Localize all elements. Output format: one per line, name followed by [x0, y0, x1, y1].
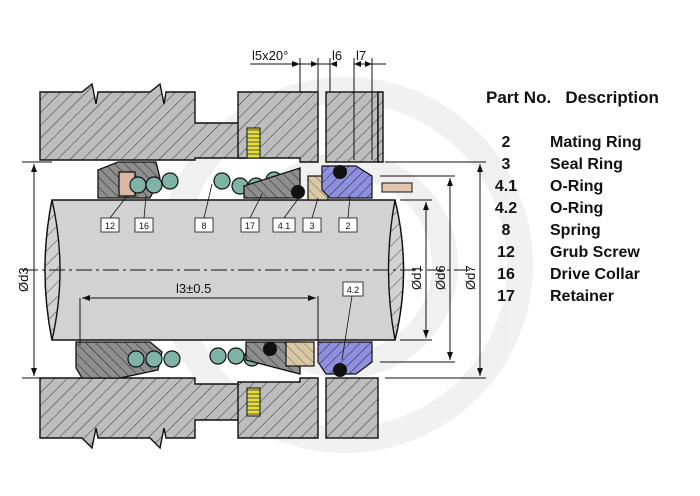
legend-part-number: 8: [501, 222, 511, 239]
oring-4-2-upper: [333, 165, 347, 179]
tag-4-2: 4.2: [347, 285, 360, 295]
tag-2: 2: [345, 221, 350, 231]
dim-l5-label: l5x20°: [252, 48, 288, 63]
legend-part-number: 17: [497, 288, 515, 305]
legend-header-description: Description: [565, 88, 659, 107]
leader-lines: [109, 183, 353, 361]
legend-part-description: Spring: [550, 222, 601, 239]
legend-part-description: Grub Screw: [550, 244, 640, 261]
tag-8: 8: [201, 221, 206, 231]
legend-part-number: 3: [501, 156, 511, 173]
dim-d1-label: Ød1: [409, 265, 424, 290]
legend-part-description: O-Ring: [550, 178, 604, 195]
oring-4-2-lower: [333, 363, 347, 377]
oring-4-1-lower: [263, 342, 277, 356]
mating-ring-lower: [317, 341, 373, 375]
dim-d6-label: Ød6: [433, 265, 448, 290]
dimension-lines: [22, 58, 486, 379]
legend-part-number: 4.1: [494, 178, 518, 195]
legend-part-number: 2: [501, 134, 511, 151]
lower-housing: [39, 377, 379, 450]
tag-3: 3: [309, 221, 314, 231]
dim-d3-label: Ød3: [16, 267, 31, 292]
tag-16: 16: [139, 221, 149, 231]
legend-header: Part No. Description: [486, 88, 659, 108]
tag-4-1: 4.1: [278, 221, 291, 231]
upper-housing: [39, 82, 384, 163]
drive-collar-lower: [75, 341, 163, 379]
legend-part-description: Drive Collar: [550, 266, 640, 283]
part-tags: [100, 217, 364, 297]
dim-l6-label: l6: [332, 48, 342, 63]
oring-4-1-upper: [291, 185, 305, 199]
legend-part-number: 4.2: [494, 200, 518, 217]
insert-upper: [246, 127, 261, 159]
insert-lower: [246, 387, 261, 417]
legend-part-description: O-Ring: [550, 200, 604, 217]
legend-part-description: Seal Ring: [550, 156, 623, 173]
dim-l3-label: l3±0.5: [176, 281, 211, 296]
seal-ring-lower: [285, 341, 315, 367]
dim-l7-label: l7: [356, 48, 366, 63]
legend-part-number: 12: [497, 244, 515, 261]
legend-part-description: Mating Ring: [550, 134, 642, 151]
dimension-arrows: [31, 61, 483, 376]
legend-header-part: Part No.: [486, 88, 552, 107]
legend-part-description: Retainer: [550, 288, 615, 305]
dim-d7-label: Ød7: [463, 265, 478, 290]
tag-12: 12: [105, 221, 115, 231]
legend-part-number: 16: [497, 266, 515, 283]
mating-ring-upper: [321, 165, 373, 199]
grub-screw-upper: [381, 182, 413, 193]
tag-17: 17: [245, 221, 255, 231]
